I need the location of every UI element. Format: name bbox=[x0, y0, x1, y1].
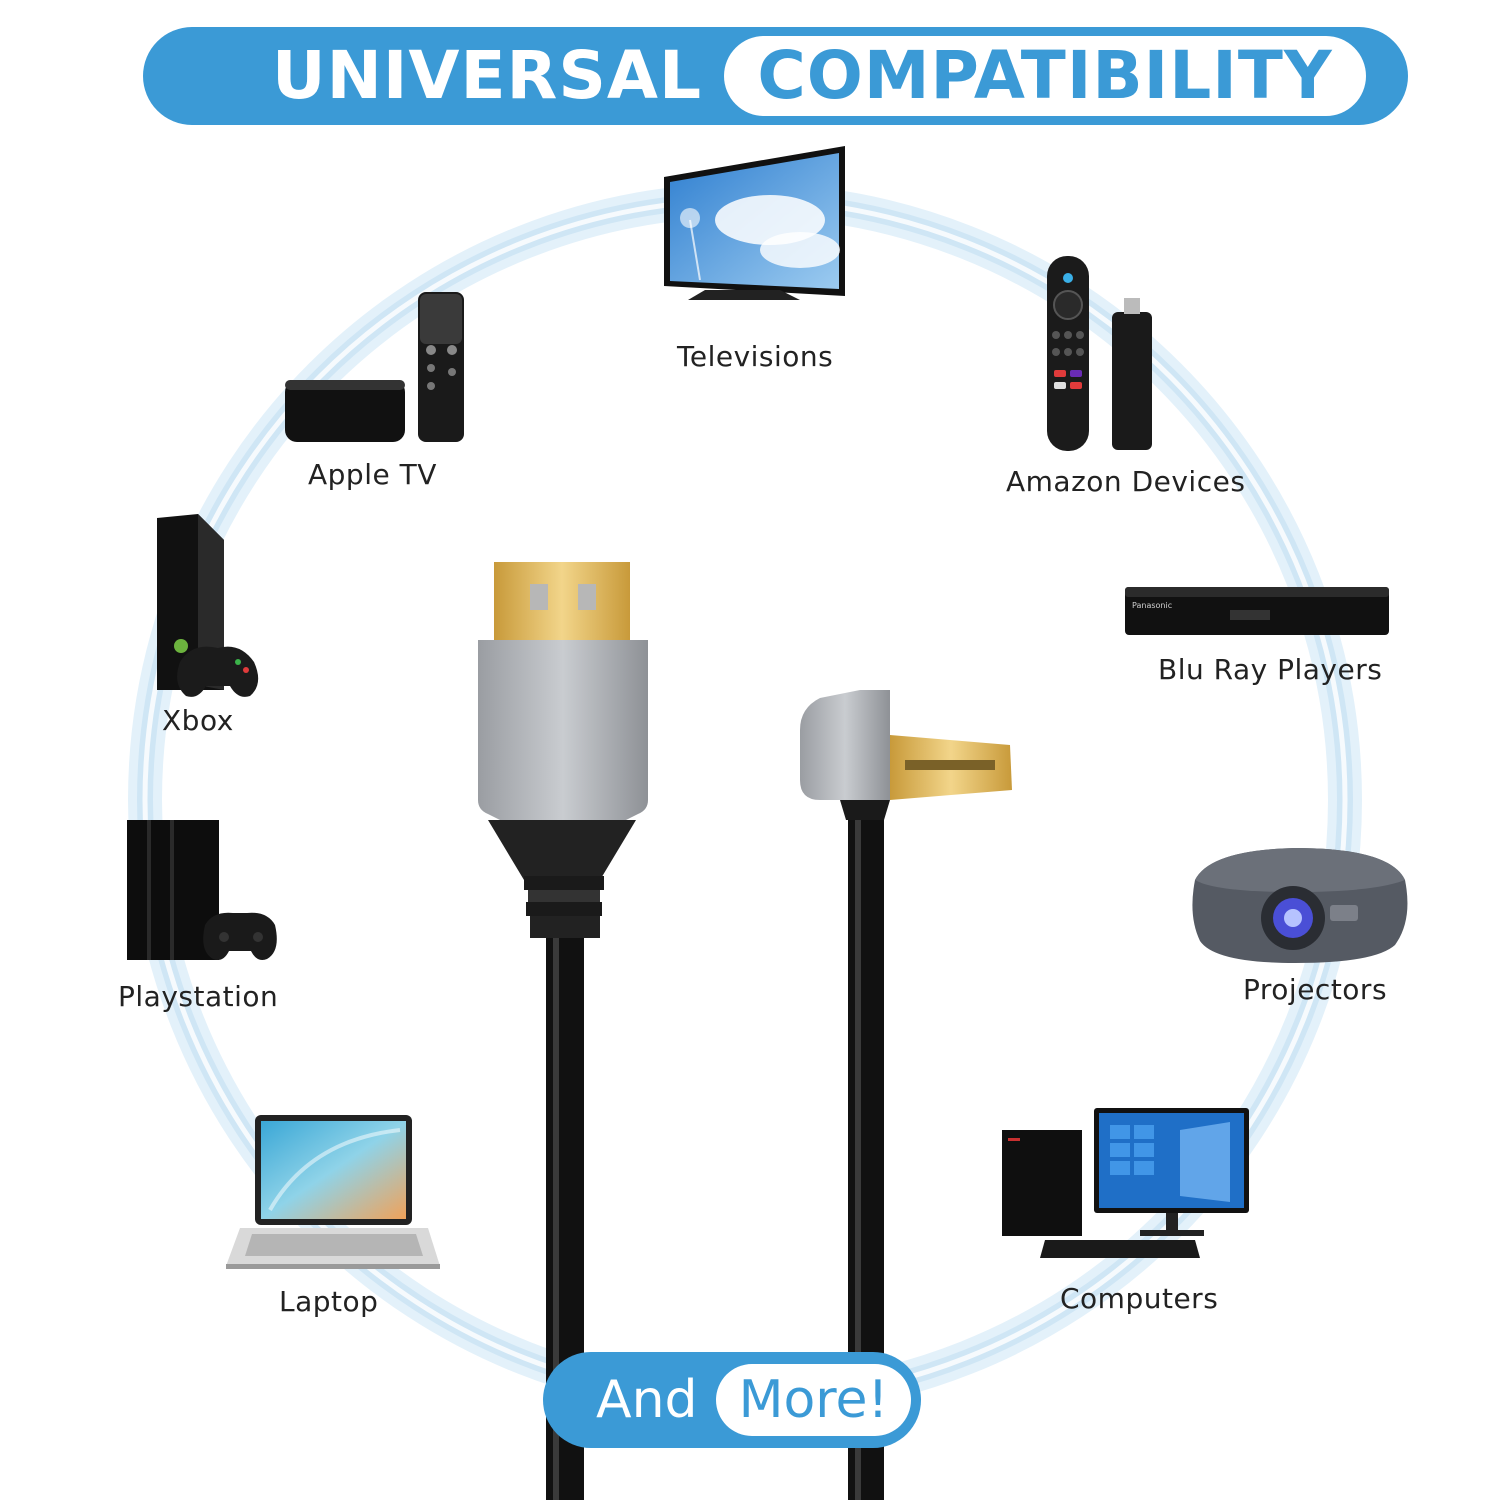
label-apple-tv: Apple TV bbox=[308, 458, 437, 491]
svg-text:Panasonic: Panasonic bbox=[1132, 601, 1172, 610]
hdmi-connector-icon bbox=[478, 562, 648, 938]
apple-tv-icon bbox=[285, 292, 464, 442]
footer-text-right: More! bbox=[738, 1370, 889, 1430]
playstation-icon bbox=[127, 820, 277, 960]
label-xbox: Xbox bbox=[162, 704, 234, 737]
xbox-icon bbox=[157, 514, 259, 697]
label-playstation: Playstation bbox=[118, 980, 279, 1013]
header-pill bbox=[724, 36, 1366, 116]
label-amazon-devices: Amazon Devices bbox=[1006, 465, 1246, 498]
bluray-player-icon: Panasonic bbox=[1125, 587, 1389, 635]
computers-icon bbox=[1002, 1108, 1249, 1258]
footer-text-left: And bbox=[596, 1370, 698, 1430]
laptop-icon bbox=[226, 1115, 440, 1269]
footer-pill bbox=[716, 1364, 911, 1436]
label-laptop: Laptop bbox=[279, 1285, 379, 1318]
header-title-left: UNIVERSAL bbox=[272, 37, 703, 114]
label-computers: Computers bbox=[1060, 1282, 1219, 1315]
label-projectors: Projectors bbox=[1243, 973, 1388, 1006]
television-icon bbox=[664, 146, 845, 300]
header-title-right: COMPATIBILITY bbox=[757, 37, 1333, 114]
label-televisions: Televisions bbox=[677, 340, 834, 373]
label-bluray-players: Blu Ray Players bbox=[1158, 653, 1383, 686]
projector-icon bbox=[1192, 848, 1408, 963]
mini-hdmi-connector-icon bbox=[800, 690, 1012, 820]
amazon-devices-icon bbox=[1047, 256, 1152, 451]
